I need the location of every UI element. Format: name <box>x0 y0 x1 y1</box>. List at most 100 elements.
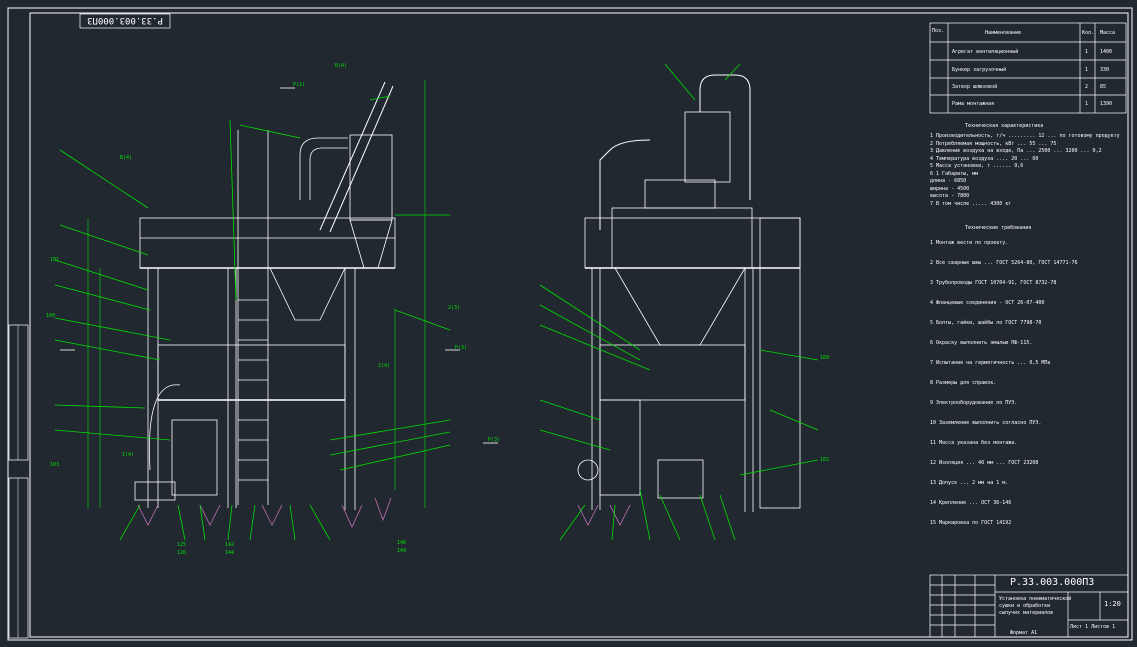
spec-row-name: Рама монтажная <box>952 101 995 107</box>
callout: 144 <box>225 550 235 556</box>
callout: Б(4) <box>335 63 348 69</box>
note-line: 3 Трубопроводы ГОСТ 10704-91, ГОСТ 8732-… <box>930 280 1057 286</box>
lower-platform <box>157 344 346 401</box>
motor <box>134 481 176 501</box>
inclined-pipe <box>329 85 394 233</box>
sheet-outer-frame <box>7 7 1133 641</box>
note-line: 4 Фланцевые соединения - ОСТ 26-07-400 <box>930 300 1045 306</box>
note-line: 3 Давление воздуха на входе, Па ... 2500… <box>930 148 1102 154</box>
callout: 101 <box>50 257 60 263</box>
note-line: 6 Окраску выполнить эмалью ПФ-115. <box>930 340 1033 346</box>
callout: 142 <box>225 542 235 548</box>
callout: 2(4) <box>378 363 391 369</box>
rotated-number: Р.33.003.000ПЗ <box>87 15 163 25</box>
spec-row-name: Агрегат вентиляционный <box>952 49 1019 55</box>
spec-header-qty: Кол. <box>1082 30 1095 36</box>
spec-row-mass: 1400 <box>1100 49 1113 55</box>
right-lower-platform <box>599 344 746 401</box>
rotated-number-box <box>79 13 171 29</box>
title-block-name-3: сыпучих материалов <box>999 610 1054 616</box>
spec-row-mass: 1390 <box>1100 101 1113 107</box>
spec-table[interactable] <box>929 22 1127 114</box>
separator-top <box>644 179 716 209</box>
leader-lines <box>54 95 451 541</box>
note-line: 9 Электрооборудование по ПУЭ. <box>930 400 1018 406</box>
callout: 126 <box>177 550 187 556</box>
cyclone-cone <box>349 219 393 269</box>
callout: Р(3) <box>455 345 468 351</box>
note-line: 6 1 Габариты, мм <box>930 170 979 177</box>
duct <box>309 147 348 200</box>
right-tower <box>759 217 801 509</box>
callout: В(4) <box>120 155 133 161</box>
callout: 160 <box>820 355 830 361</box>
note-line: 10 Заземление выполнить согласно ПУЭ. <box>930 420 1042 426</box>
note-line: 11 Масса указана без монтажа. <box>930 440 1018 446</box>
sheet-inner-frame <box>29 12 1129 638</box>
callout: 102 <box>820 457 830 463</box>
callout: 103 <box>50 462 60 468</box>
spec-row-qty: 1 <box>1085 49 1089 55</box>
note-line: 2 Все сварные швы ... ГОСТ 5264-80, ГОСТ… <box>930 260 1078 266</box>
right-feeder <box>599 399 641 496</box>
note-line: ширина - 4500 <box>930 185 970 192</box>
callout: 149 <box>397 548 407 554</box>
callout: 100 <box>46 313 56 319</box>
callout: 2(3) <box>448 305 461 311</box>
spec-row-name: Бункер загрузочный <box>952 67 1007 73</box>
note-line: 5 Масса установки, т ...... 9,6 <box>930 163 1024 169</box>
note-line: 4 Температура воздуха .... 20 ... 60 <box>930 155 1039 162</box>
right-bunker <box>614 267 746 346</box>
duct-right <box>699 74 751 200</box>
title-block[interactable] <box>929 574 1129 638</box>
title-block-name-1: Установка пневматической <box>999 596 1072 602</box>
spec-header-name: Наименование <box>985 30 1022 36</box>
spec-row-qty: 2 <box>1085 84 1089 90</box>
callout: 125 <box>177 542 187 548</box>
spec-row-qty: 1 <box>1085 67 1089 73</box>
cyclone-right <box>684 111 731 183</box>
note-line: 13 Допуск ... 2 мм на 1 м. <box>930 480 1009 486</box>
bunker <box>269 267 346 321</box>
note-line: 15 Маркировка по ГОСТ 14192 <box>930 520 1012 526</box>
format-note: Формат А1 <box>1010 630 1038 636</box>
note-line: 1 Монтаж вести по проекту. <box>930 240 1009 246</box>
note-line: 2 Потребляемая мощность, кВт ... 55 ... … <box>930 140 1057 147</box>
note-line: 7 Испытание на герметичность ... 0,5 МПа <box>930 360 1051 366</box>
title-block-scale: 1:20 <box>1104 600 1121 608</box>
stair <box>237 130 269 505</box>
right-tank <box>657 459 704 499</box>
title-block-sheet: Лист 1 Листов 1 <box>1070 624 1116 630</box>
note-line: 1 Производительность, т/ч ......... 12 .… <box>930 133 1120 139</box>
binding-strip-bottom <box>8 477 29 639</box>
callout: 1(4) <box>122 452 135 458</box>
left-view[interactable] <box>54 80 498 541</box>
right-view[interactable] <box>539 63 819 541</box>
binding-strip-top <box>8 324 29 461</box>
spec-header-pos: Поз. <box>932 28 945 34</box>
foundations <box>137 497 392 528</box>
spec-row-qty: 1 <box>1085 101 1089 107</box>
spec-row-mass: 85 <box>1100 84 1107 90</box>
right-motor <box>577 459 599 481</box>
title-block-number: Р.33.003.000ПЗ <box>1010 577 1095 588</box>
right-foundations <box>577 504 631 526</box>
pipe-loop <box>149 384 181 471</box>
duct-right-left <box>599 139 651 230</box>
note-line: 5 Болты, гайки, шайбы по ГОСТ 7798-70 <box>930 320 1042 326</box>
notes1-title: Техническая характеристика <box>965 123 1044 129</box>
callout: Р(3) <box>488 437 501 443</box>
spec-row-mass: 330 <box>1100 67 1110 73</box>
dimension-lines <box>87 80 426 508</box>
notes2-title: Технические требования <box>965 225 1032 231</box>
note-line: высота - 7800 <box>930 193 970 199</box>
title-block-name-2: сушки и обработки <box>999 603 1051 609</box>
inclined-pipe <box>319 81 386 231</box>
note-line: 7 В том числе ..... 4300 кг <box>930 200 1012 207</box>
note-line: длина - 6850 <box>930 178 967 184</box>
note-line: 12 Изоляция ... 40 мм ... ГОСТ 23208 <box>930 460 1039 466</box>
duct <box>299 137 348 200</box>
feeder-unit <box>171 419 218 496</box>
